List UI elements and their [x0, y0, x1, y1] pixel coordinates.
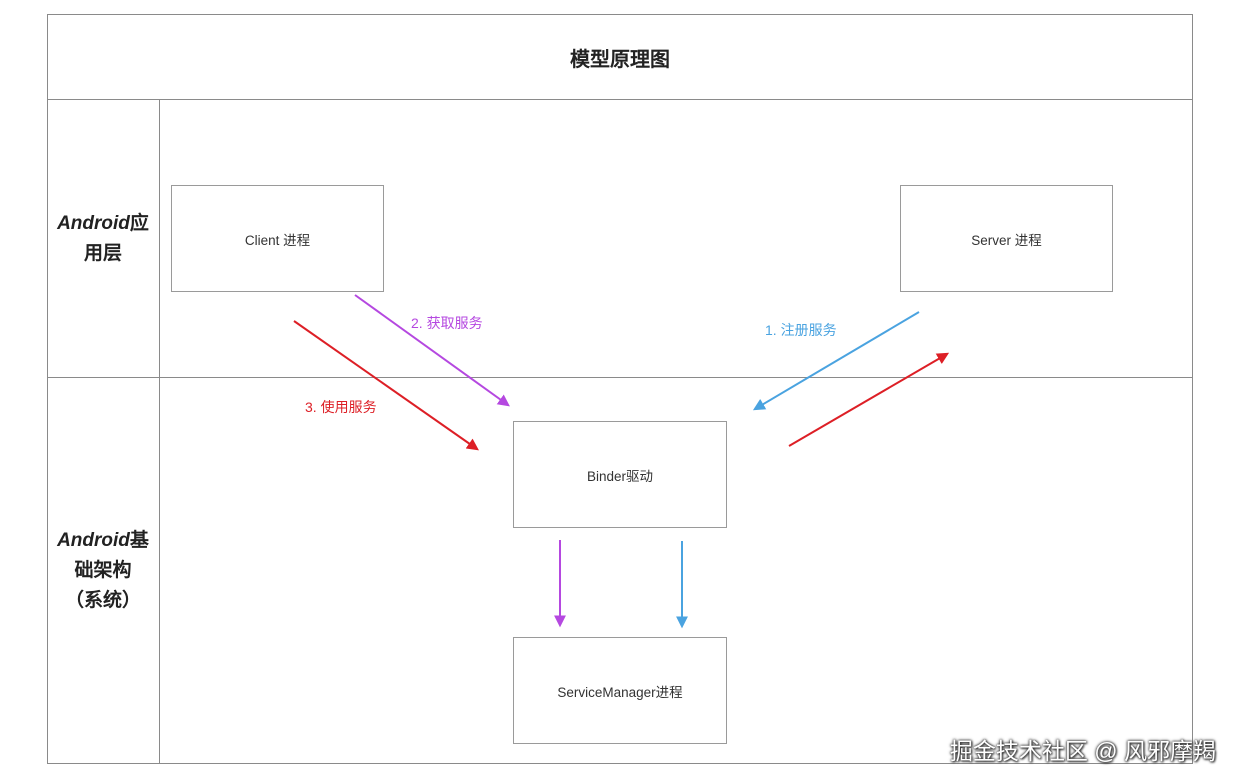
- server-process-node: Server 进程: [900, 185, 1113, 292]
- title-divider: [47, 99, 1193, 100]
- arrow-get-client-to-binder: [354, 294, 510, 407]
- edge-label-get-service: 2. 获取服务: [411, 315, 483, 331]
- arrow-register-server-to-binder: [752, 311, 920, 411]
- client-process-node: Client 进程: [171, 185, 384, 292]
- service-manager-node: ServiceManager进程: [513, 637, 727, 744]
- lane-label-app: Android应 用层: [47, 209, 159, 269]
- lane-app-zh2: 用层: [83, 243, 122, 264]
- binder-driver-node: Binder驱动: [513, 421, 727, 528]
- diagram-frame: [47, 14, 1193, 764]
- lane-app-en: Android: [57, 213, 130, 234]
- watermark: 掘金技术社区 @ 风邪摩羯: [949, 738, 1216, 764]
- lane-framework-zh1: 基: [129, 530, 149, 551]
- diagram-title: 模型原理图: [570, 48, 670, 71]
- label-column-divider: [159, 99, 160, 764]
- lane-framework-zh2: 础架构: [74, 560, 132, 581]
- lane-divider: [47, 377, 1193, 378]
- lane-framework-en: Android: [57, 530, 130, 551]
- arrow-use-client-to-binder: [293, 320, 479, 451]
- arrow-use-binder-to-server: [788, 352, 950, 447]
- lane-app-zh1: 应: [129, 213, 149, 234]
- lane-label-framework: Android基 础架构 （系统）: [47, 526, 159, 616]
- edge-label-use-service: 3. 使用服务: [305, 399, 377, 415]
- lane-framework-zh3: （系统）: [64, 590, 141, 611]
- edge-label-register-service: 1. 注册服务: [765, 322, 837, 338]
